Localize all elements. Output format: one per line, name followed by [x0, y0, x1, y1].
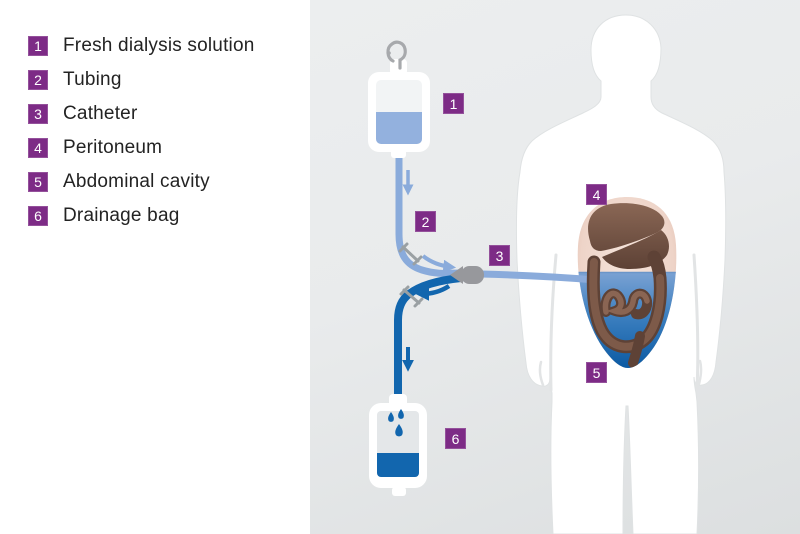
- legend-label: Fresh dialysis solution: [63, 35, 255, 56]
- legend-number-badge: 6: [28, 206, 48, 226]
- small-intestine-highlight: [602, 290, 650, 315]
- descending-colon: [628, 331, 645, 368]
- tubing-inflow: [395, 145, 464, 277]
- clamp-icon: [398, 242, 423, 266]
- diagram: 1 2 3 4 5 6: [310, 0, 800, 534]
- legend-item-fresh-dialysis-solution: 1 Fresh dialysis solution: [28, 35, 310, 56]
- legend-label: Catheter: [63, 103, 138, 124]
- legend-label: Tubing: [63, 69, 122, 90]
- marker-5-abdominal-cavity: 5: [586, 362, 607, 383]
- left-arm-gap: [549, 253, 558, 392]
- colon-highlight: [589, 258, 665, 351]
- legend-number-badge: 3: [28, 104, 48, 124]
- legend-label: Drainage bag: [63, 205, 180, 226]
- legend: 1 Fresh dialysis solution 2 Tubing 3 Cat…: [0, 0, 310, 534]
- legend-item-tubing: 2 Tubing: [28, 69, 310, 90]
- right-arm-gap: [692, 253, 700, 390]
- marker-6-drainage-bag: 6: [445, 428, 466, 449]
- marker-4-peritoneum: 4: [586, 184, 607, 205]
- legend-item-abdominal-cavity: 5 Abdominal cavity: [28, 171, 310, 192]
- legend-item-drainage-bag: 6 Drainage bag: [28, 205, 310, 226]
- marker-3-catheter: 3: [489, 245, 510, 266]
- diagram-illustration: [368, 14, 727, 534]
- catheter-tube: [477, 270, 600, 284]
- fresh-solution-fluid: [376, 112, 422, 144]
- legend-number-badge: 5: [28, 172, 48, 192]
- hanger-hook-icon: [386, 40, 407, 70]
- legend-number-badge: 4: [28, 138, 48, 158]
- intestines: [586, 203, 669, 368]
- legend-item-peritoneum: 4 Peritoneum: [28, 137, 310, 158]
- catheter-connector-icon: [450, 266, 484, 284]
- upper-intestinal-mass: [588, 203, 665, 251]
- legend-item-catheter: 3 Catheter: [28, 103, 310, 124]
- drained-fluid: [377, 453, 419, 477]
- right-thumb-notch: [697, 359, 703, 386]
- tubing-outflow: [394, 274, 465, 404]
- drainage-bag: [369, 394, 427, 496]
- fresh-dialysis-solution-bag: [368, 40, 430, 158]
- legend-number-badge: 2: [28, 70, 48, 90]
- marker-2-tubing: 2: [415, 211, 436, 232]
- legend-number-badge: 1: [28, 36, 48, 56]
- legend-label: Abdominal cavity: [63, 171, 210, 192]
- marker-1-fresh-dialysis-solution: 1: [443, 93, 464, 114]
- drip-drops-icon: [388, 409, 404, 437]
- legend-label: Peritoneum: [63, 137, 163, 158]
- left-thumb-notch: [538, 360, 545, 387]
- flow-arrow-curved-icon: [415, 284, 451, 301]
- flow-arrow-curved-icon: [421, 254, 457, 273]
